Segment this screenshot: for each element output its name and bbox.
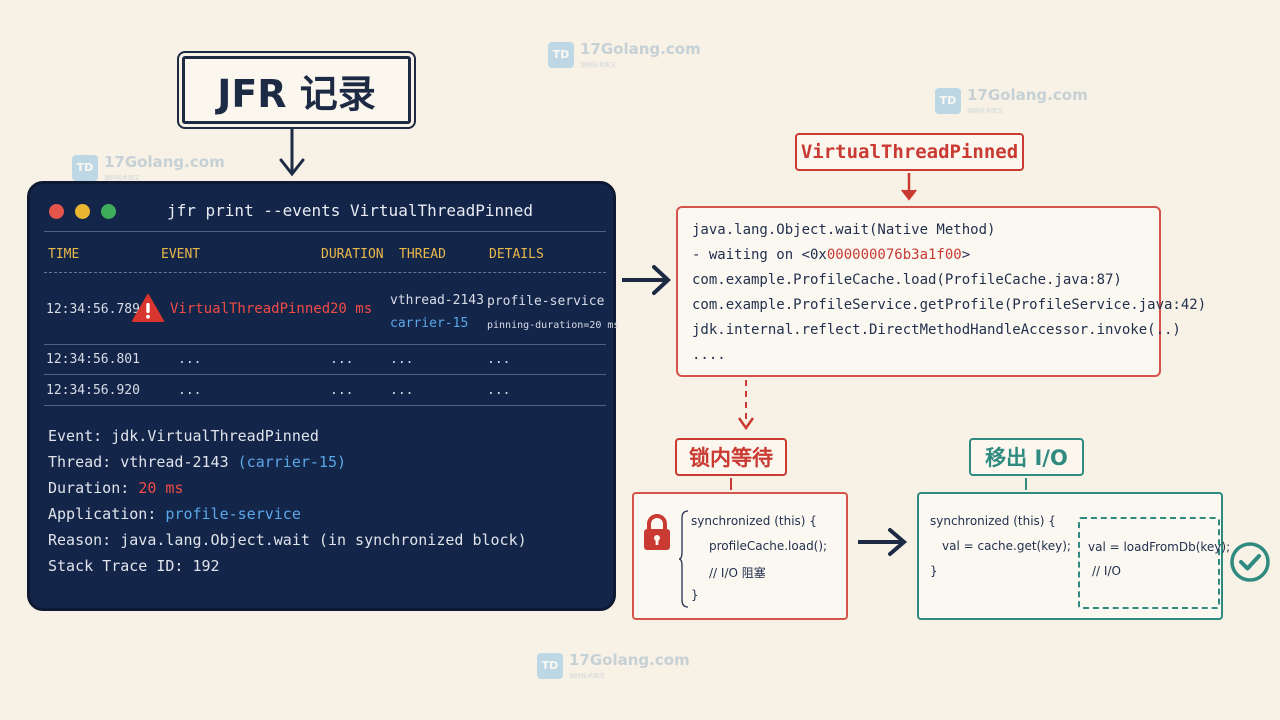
code-line: profileCache.load(); [709,539,828,553]
watermark-logo-icon: TD [935,87,961,114]
divider [44,405,606,406]
divider [44,272,606,273]
detail-duration: Duration: 20 ms [48,479,184,497]
row-details: ... [487,383,511,398]
move-io-box: synchronized (this) { val = cache.get(ke… [917,492,1230,620]
row-details: ... [487,352,511,367]
row-details-sub: pinning-duration=20 ms [487,320,620,331]
stack-line: jdk.internal.reflect.DirectMethodHandleA… [692,322,1181,338]
stack-line: com.example.ProfileCache.load(ProfileCac… [692,272,1122,288]
terminal-command: jfr print --events VirtualThreadPinned [167,201,534,220]
watermark-site: 17Golang.com [569,651,690,669]
code-line: val = cache.get(key); [942,539,1071,553]
watermark-site: 17Golang.com [104,153,225,171]
move-io-title: 移出 I/O [969,438,1084,476]
code-line: } [930,564,938,578]
header-duration: DURATION [321,247,384,262]
watermark: TD 17Golang.com 源码技术图文 [537,651,690,680]
lock-wait-title: 锁内等待 [675,438,787,476]
stack-line: - waiting on <0x000000076b3a1f00> [692,247,971,263]
stack-title: VirtualThreadPinned [795,133,1024,171]
row-event: ... [178,352,202,367]
watermark-subtitle: 源码技术图文 [580,62,617,69]
row-thread: ... [390,383,414,398]
lock-icon [644,514,670,550]
row-time: 12:34:56.789 [46,302,140,317]
minimize-dot-icon[interactable] [75,204,90,219]
close-dot-icon[interactable] [49,204,64,219]
watermark: TD 17Golang.com 源码技术图文 [935,86,1088,115]
maximize-dot-icon[interactable] [101,204,116,219]
code-line: } [691,588,699,602]
row-details: profile-service [487,294,605,309]
jfr-title: JFR 记录 [177,51,416,129]
row-thread: vthread-2143 [390,293,484,308]
watermark-logo-icon: TD [548,41,574,68]
watermark: TD 17Golang.com 源码技术图文 [548,40,701,69]
divider [44,374,606,375]
watermark: TD 17Golang.com 源码技术图文 [72,153,225,182]
code-line: synchronized (this) { [930,514,1056,528]
row-event: VirtualThreadPinned [170,301,331,317]
detail-stack-trace-id: Stack Trace ID: 192 [48,557,220,575]
header-details: DETAILS [489,247,544,262]
stack-line: java.lang.Object.wait(Native Method) [692,222,996,238]
row-event: ... [178,383,202,398]
code-line: synchronized (this) { [691,514,817,528]
watermark-subtitle: 源码技术图文 [967,108,1004,115]
code-line: // I/O [1092,564,1121,578]
header-thread: THREAD [399,247,446,262]
row-time: 12:34:56.801 [46,352,140,367]
watermark-site: 17Golang.com [580,40,701,58]
check-circle-icon [1230,542,1270,582]
row-thread: ... [390,352,414,367]
detail-reason: Reason: java.lang.Object.wait (in synchr… [48,531,527,549]
watermark-logo-icon: TD [72,154,98,181]
brace-icon [679,510,689,608]
detail-application: Application: profile-service [48,505,301,523]
row-carrier: carrier-15 [390,316,469,331]
header-time: TIME [48,247,80,262]
row-duration: 20 ms [330,301,373,317]
stack-line: com.example.ProfileService.getProfile(Pr… [692,297,1207,313]
divider [44,344,606,345]
row-duration: ... [330,383,354,398]
header-event: EVENT [161,247,201,262]
watermark-subtitle: 源码技术图文 [569,673,606,680]
watermark-logo-icon: TD [537,652,563,679]
row-duration: ... [330,352,354,367]
terminal-window: jfr print --events VirtualThreadPinned T… [27,181,620,611]
io-outside-lock-box: val = loadFromDb(key); // I/O [1078,517,1230,609]
code-line: val = loadFromDb(key); [1088,540,1231,554]
row-time: 12:34:56.920 [46,383,140,398]
divider [44,231,606,232]
stack-trace-box: java.lang.Object.wait(Native Method) - w… [676,206,1206,377]
detail-event: Event: jdk.VirtualThreadPinned [48,427,319,445]
lock-wait-box: synchronized (this) { profileCache.load(… [632,492,848,620]
stack-line: .... [692,347,726,363]
warning-icon [132,294,164,322]
code-line: // I/O 阻塞 [709,566,766,580]
watermark-subtitle: 源码技术图文 [104,175,141,182]
watermark-site: 17Golang.com [967,86,1088,104]
detail-thread: Thread: vthread-2143 (carrier-15) [48,453,347,471]
